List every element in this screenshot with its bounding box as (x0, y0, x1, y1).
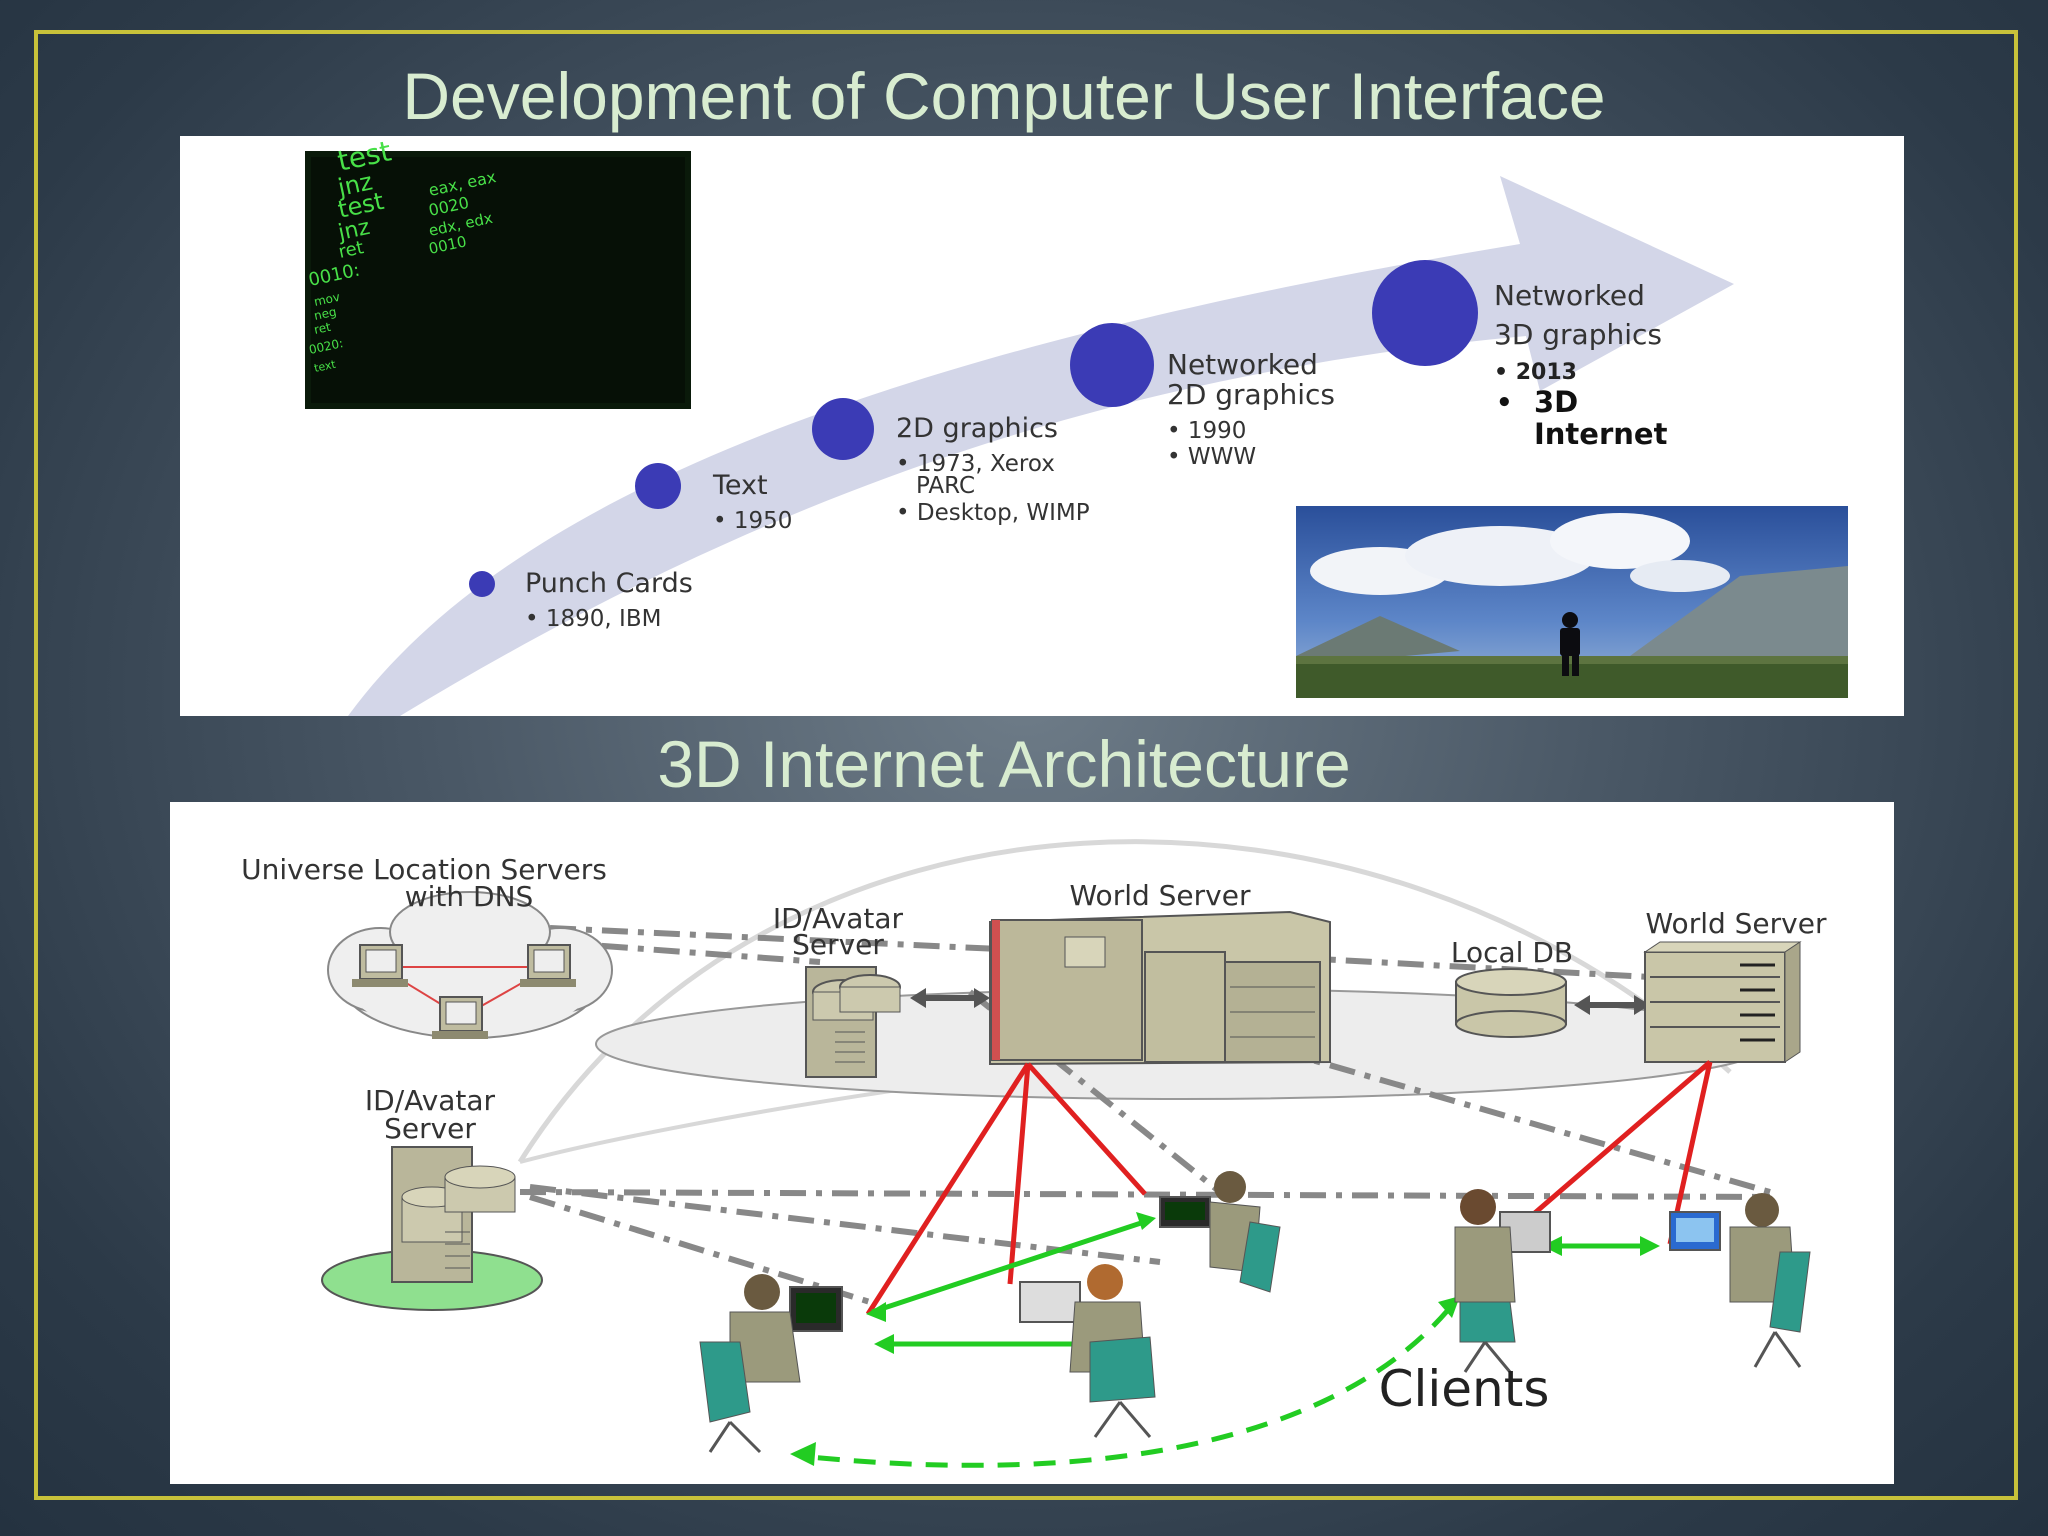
id-link (519, 1189, 1771, 1200)
milestone-dot (1372, 260, 1478, 366)
milestone-bullet: • 1890, IBM (525, 606, 661, 632)
id-avatar-top-label: ID/Avatar (773, 902, 904, 935)
milestone-title: 3D graphics (1494, 318, 1662, 351)
double-arrow (1574, 995, 1650, 1015)
id-avatar-server-top (805, 966, 901, 1078)
client-user-3 (1159, 1171, 1281, 1293)
local-db-label: Local DB (1451, 936, 1573, 969)
milestone-title: Text (712, 470, 768, 501)
milestone-dot (812, 398, 874, 460)
world-server-2-label: World Server (1646, 907, 1827, 940)
server-client-link (1520, 1060, 1712, 1226)
milestone-dot (635, 463, 681, 509)
computer-icon (432, 996, 488, 1039)
architecture-panel: Universe Location Servers with DNS ID/Av… (170, 802, 1894, 1484)
milestone-2d-graphics: 2D graphics • 1973, Xerox PARC • Desktop… (812, 398, 1090, 526)
client-client-link (809, 1308, 1450, 1468)
milestone-networked-2d: Networked 2D graphics • 1990 • WWW (1070, 323, 1335, 470)
milestone-bullet: • Desktop, WIMP (896, 500, 1090, 526)
code-line: neg (313, 305, 338, 323)
id-link (529, 1184, 1161, 1265)
milestone-bold-item: Internet (1534, 417, 1668, 451)
slide-frame (34, 30, 2018, 1500)
milestone-title: 2D graphics (896, 413, 1058, 444)
id-link (529, 1194, 871, 1305)
server-client-link (1007, 1063, 1031, 1285)
client-user-4 (1454, 1189, 1551, 1373)
id-avatar-left-label: ID/Avatar (365, 1084, 496, 1117)
computer-icon (520, 944, 576, 987)
milestone-title: Networked (1494, 279, 1645, 312)
avatar-figure (1560, 612, 1580, 676)
milestone-title: 2D graphics (1167, 378, 1335, 411)
world-server-1 (989, 910, 1331, 1066)
code-line: mov (313, 290, 341, 309)
milestone-bullet: PARC (916, 473, 975, 499)
architecture-diagram: Universe Location Servers with DNS ID/Av… (241, 839, 1827, 1468)
id-avatar-left-label: Server (384, 1112, 476, 1145)
milestone-title: Networked (1167, 348, 1318, 381)
uls-cloud (327, 891, 613, 1039)
server-client-link (1026, 1062, 1147, 1196)
milestone-bold-item: 3D (1534, 385, 1578, 419)
world-server-2 (1643, 941, 1802, 1063)
slide-title-top: Development of Computer User Interface (402, 59, 1606, 133)
local-db (1455, 968, 1567, 1038)
milestone-dot (469, 571, 495, 597)
server-client-link (865, 1062, 1031, 1316)
milestone-title: Punch Cards (525, 568, 693, 599)
milestone-bullet: • 1950 (713, 508, 792, 534)
client-client-link (871, 1217, 1151, 1315)
code-line: text (313, 358, 338, 375)
milestone-bullet-marker: • (1496, 388, 1513, 418)
milestone-networked-3d: Networked 3D graphics • 2013 • 3D Intern… (1372, 260, 1668, 451)
uls-label: Universe Location Servers (241, 853, 607, 886)
milestone-bullet: • 2013 (1494, 360, 1577, 385)
virtual-world-image (1296, 506, 1848, 698)
clients-label: Clients (1379, 1360, 1550, 1418)
id-avatar-top-label: Server (792, 928, 884, 961)
world-server-1-label: World Server (1070, 879, 1251, 912)
milestone-bullet: • WWW (1167, 444, 1256, 470)
milestone-dot (1070, 323, 1154, 407)
milestone-text: Text • 1950 (635, 463, 792, 534)
code-line: ret (313, 320, 333, 337)
double-arrow (910, 988, 990, 1008)
uls-label: with DNS (405, 880, 534, 913)
client-user-1 (699, 1274, 843, 1454)
slide-title-bottom: 3D Internet Architecture (657, 727, 1351, 801)
milestone-punch-cards: Punch Cards • 1890, IBM (469, 568, 693, 632)
milestone-bullet: • 1990 (1167, 418, 1246, 444)
dns-link (549, 939, 821, 965)
connection-arc (517, 839, 1732, 1164)
client-user-2 (1019, 1264, 1156, 1438)
client-user-5 (1669, 1193, 1811, 1368)
code-line: ret (337, 237, 366, 263)
computer-icon (352, 944, 408, 987)
milestone-bullet: • 1973, Xerox (896, 451, 1055, 477)
id-avatar-server-left (321, 1146, 543, 1311)
